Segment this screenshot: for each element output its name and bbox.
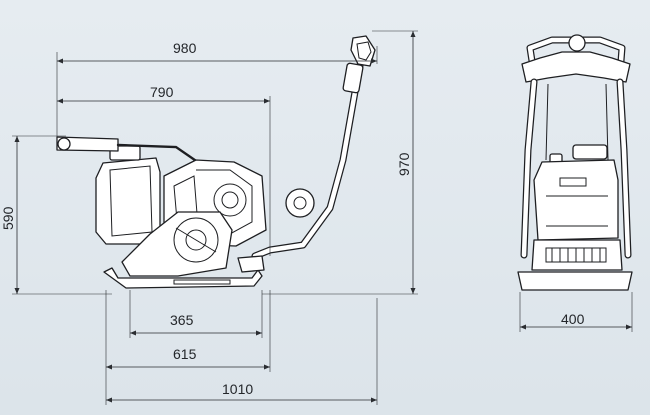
transport-wheel [285, 188, 315, 218]
dim-label-980: 980 [173, 40, 197, 56]
side-view-machine [56, 35, 376, 289]
front-base-plate [517, 271, 633, 291]
dim-label-970: 970 [396, 152, 412, 176]
dim-label-1010: 1010 [222, 381, 253, 397]
dim-label-790: 790 [150, 84, 174, 100]
front-engine [533, 159, 619, 241]
dimension-lines [12, 30, 633, 405]
front-handle-yoke [521, 51, 631, 83]
dim-label-365: 365 [170, 312, 194, 328]
front-view-machine [517, 34, 633, 291]
dim-label-590: 590 [0, 206, 16, 230]
dim-label-400: 400 [561, 311, 585, 327]
dim-label-615: 615 [173, 346, 197, 362]
